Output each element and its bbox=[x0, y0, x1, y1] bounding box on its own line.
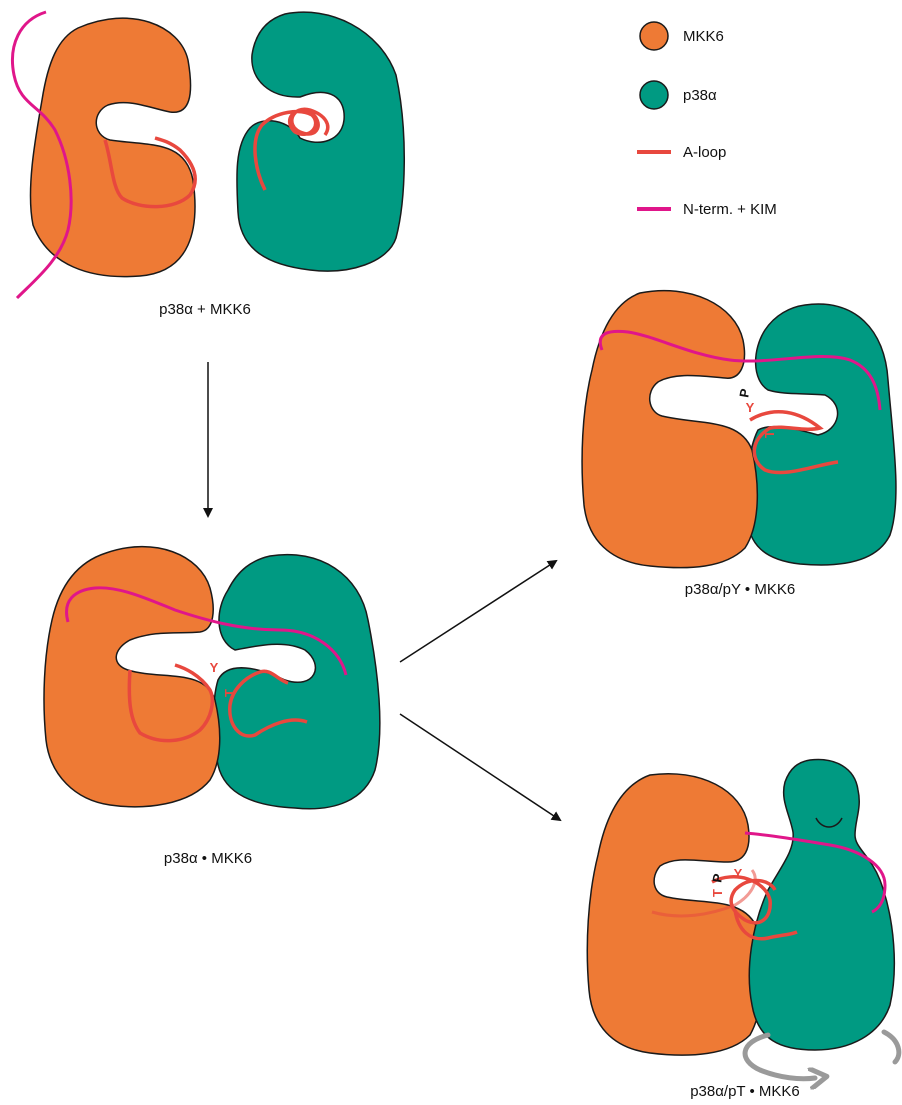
state-separate: p38α + MKK6 bbox=[12, 12, 404, 318]
state-complex: Y T p38α • MKK6 bbox=[44, 547, 380, 867]
caption-complex: p38α • MKK6 bbox=[164, 850, 252, 867]
legend-item-nterm: N-term. + KIM bbox=[637, 201, 777, 218]
tyr-residue-label: Y bbox=[746, 400, 755, 415]
p38-swatch-icon bbox=[640, 81, 668, 109]
legend-label-nterm: N-term. + KIM bbox=[683, 201, 777, 218]
legend-item-p38: p38α bbox=[640, 81, 717, 109]
caption-separate: p38α + MKK6 bbox=[159, 301, 251, 318]
caption-pt-complex: p38α/pT • MKK6 bbox=[690, 1083, 800, 1100]
legend-label-mkk6: MKK6 bbox=[683, 28, 724, 45]
tyr-residue-label: Y bbox=[734, 866, 743, 881]
legend-item-aloop: A-loop bbox=[637, 144, 726, 161]
legend-label-p38: p38α bbox=[683, 87, 717, 104]
down-right-arrow-icon bbox=[400, 714, 560, 820]
legend: MKK6 p38α A-loop N-term. + KIM bbox=[637, 22, 777, 218]
caption-py-complex: p38α/pY • MKK6 bbox=[685, 581, 795, 598]
legend-label-aloop: A-loop bbox=[683, 144, 726, 161]
rotation-arrow-back bbox=[884, 1032, 899, 1062]
state-py-complex: Y P T p38α/pY • MKK6 bbox=[582, 291, 896, 598]
up-right-arrow-icon bbox=[400, 561, 556, 662]
p38-domain bbox=[214, 555, 380, 809]
state-pt-complex: P T Y p38α/pT • MKK6 bbox=[587, 760, 899, 1100]
phospho-label: P bbox=[709, 872, 725, 883]
thr-residue-label: T bbox=[222, 689, 237, 697]
tyr-residue-label: Y bbox=[210, 660, 219, 675]
mkk6-swatch-icon bbox=[640, 22, 668, 50]
thr-residue-label: T bbox=[762, 430, 777, 438]
thr-residue-label: T bbox=[710, 889, 725, 897]
legend-item-mkk6: MKK6 bbox=[640, 22, 724, 50]
p38-domain bbox=[237, 12, 404, 271]
mkk6-domain bbox=[44, 547, 220, 807]
mkk6-domain bbox=[30, 18, 195, 276]
phospho-label: P bbox=[736, 387, 752, 398]
